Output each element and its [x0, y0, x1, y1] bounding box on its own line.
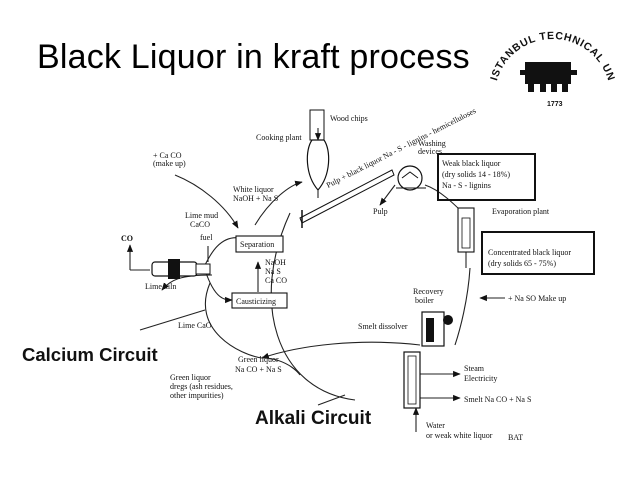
pulp-arrow [379, 184, 396, 206]
caco3-makeup-arrow [174, 174, 239, 229]
calcium-loop-lower [204, 282, 263, 359]
label-fuel: fuel [200, 233, 213, 242]
cooking-vessel [306, 109, 330, 198]
label-pulp: Pulp [373, 207, 388, 216]
label-devices: devices [418, 147, 442, 156]
label-na2s: Na S [265, 267, 281, 276]
label-na2so4-makeup: + Na SO Make up [508, 294, 566, 303]
logo-emblem-icon [525, 62, 571, 84]
label-electricity: Electricity [464, 374, 497, 383]
label-bat: BAT [508, 433, 523, 442]
slide-title: Black Liquor in kraft process [37, 38, 470, 76]
label-water: Water [426, 421, 445, 430]
label-recovery: Recovery [413, 287, 444, 296]
lime-cao-to-causticizing [204, 269, 233, 304]
lime-kiln [151, 259, 211, 279]
label-caco3-makeup: + Ca CO [153, 151, 182, 160]
label-evaporation: Evaporation plant [492, 207, 550, 216]
label-weak-black-solids: (dry solids 14 - 18%) [442, 170, 510, 179]
alkali-pointer [317, 394, 346, 406]
label-cooking-plant: Cooking plant [256, 133, 302, 142]
label-lime-mud-chem: CaCO [190, 220, 210, 229]
green-liquor-line [264, 357, 301, 376]
label-lime-cao: Lime CaO [178, 321, 212, 330]
label-smelt-dissolver: Smelt dissolver [358, 322, 408, 331]
label-lime-kiln: Lime kiln [145, 282, 176, 291]
label-green-dregs-3: other impurities) [170, 391, 224, 400]
label-steam: Steam [464, 364, 485, 373]
university-logo: ISTANBUL TECHNICAL UNIVERSITY 1773 [0, 0, 616, 108]
label-makeup: (make up) [153, 159, 186, 168]
label-conc-black-solids: (dry solids 65 - 75%) [488, 259, 556, 268]
weak-black-liquor-box [437, 153, 536, 201]
calcium-circuit-label: Calcium Circuit [22, 344, 158, 365]
dissolver-to-green-liquor [261, 341, 421, 359]
label-weak-black-chem: Na - S - lignins [442, 181, 491, 190]
causticizing-box [231, 292, 288, 309]
label-green-liquor-chem: Na CO + Na S [235, 365, 282, 374]
label-green-liquor: Green liquor [238, 355, 279, 364]
label-co2: CO [121, 234, 133, 243]
label-caco3: Ca CO [265, 276, 287, 285]
label-weak-white-liquor: or weak white liquor [426, 431, 493, 440]
calcium-pointer [139, 309, 206, 331]
label-separation: Separation [240, 240, 274, 249]
separation-box [235, 235, 284, 253]
label-green-dregs-2: dregs (ash residues, [170, 382, 233, 391]
label-green-dregs-1: Green liquor [170, 373, 211, 382]
label-naoh: NaOH [265, 258, 286, 267]
label-white-liquor-chem: NaOH + Na S [233, 194, 278, 203]
separation-to-lime-mud [204, 237, 241, 266]
evaporation-columns [457, 207, 475, 268]
label-conc-black-liquor: Concentrated black liquor [488, 248, 571, 257]
label-smelt: Smelt Na CO + Na S [464, 395, 531, 404]
label-lime-mud: Lime mud [185, 211, 218, 220]
label-white-liquor: White liquor [233, 185, 274, 194]
evaporation-to-boiler [454, 267, 471, 346]
label-boiler: boiler [415, 296, 434, 305]
concentrated-black-liquor-box [481, 231, 595, 275]
alkali-circuit-label: Alkali Circuit [255, 408, 372, 429]
label-weak-black-liquor: Weak black liquor [442, 159, 501, 168]
washing-device [396, 165, 426, 191]
label-causticizing: Causticizing [236, 297, 276, 306]
label-washing: Washing [418, 139, 446, 148]
white-liquor-arrow [254, 180, 303, 226]
recovery-boiler [421, 311, 453, 347]
logo-year: 1773 [547, 101, 563, 108]
smelt-dissolver-tank [403, 351, 421, 409]
label-wood-chips: Wood chips [330, 114, 368, 123]
